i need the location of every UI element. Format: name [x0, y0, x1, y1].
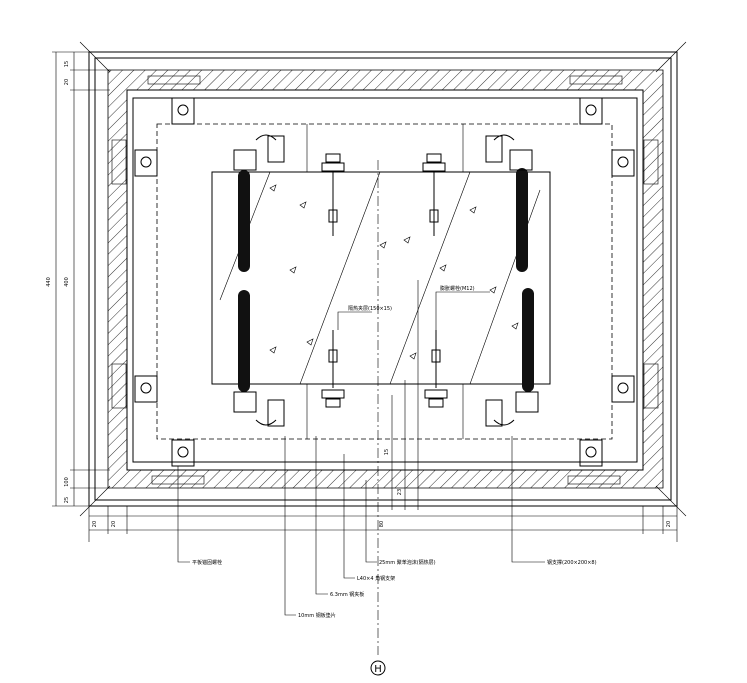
callouts: 平板锚固螺栓 10mm 钢板垫片 6.3mm 钢夹板 L40×4 角钢支架 25… [177, 285, 597, 619]
partition-lines [306, 124, 464, 439]
aggregate-marks [269, 184, 519, 360]
dim-center-mark: 80 [379, 521, 385, 527]
inner-frames [126, 89, 644, 471]
dim-left-inner: 20 [92, 521, 98, 527]
callout-slab-wedge: 平板锚固螺栓 [192, 559, 222, 566]
dim-total-height: 440 [46, 277, 52, 287]
callout-clamp-6mm: 6.3mm 钢夹板 [330, 591, 364, 598]
anchor-bolts [321, 153, 448, 408]
insulation-rods [238, 168, 534, 392]
bolt-bottom-left [321, 330, 345, 408]
center-dimensions: 15 23 [384, 280, 419, 510]
side-wedges [111, 75, 659, 485]
callout-insulation: 隔热夹层(150×15) [348, 305, 392, 312]
dim-bottom-offset: 20 [111, 521, 117, 527]
dim-mid-b: 23 [397, 489, 403, 495]
bolt-top-left [321, 153, 345, 236]
callout-foam-25: 25mm 聚苯泡沫(隔热层) [379, 559, 436, 566]
slab-outline [156, 123, 613, 440]
dim-bottom-inner: 100 [64, 477, 70, 487]
callout-plate-10mm: 10mm 钢板垫片 [298, 612, 336, 619]
outer-frame [88, 51, 678, 507]
corner-anchors [134, 97, 635, 467]
corner-ticks [79, 41, 687, 517]
left-dimensions: 440 15 20 400 100 25 [46, 51, 110, 507]
bolt-bottom-right [424, 330, 448, 408]
callout-anchor-bolt: 膨胀螺栓(M12) [440, 285, 475, 292]
dim-left-top-offset: 20 [64, 79, 70, 85]
callout-angle-200: 钢支撑(200×200×8) [547, 559, 597, 566]
dim-top-margin: 15 [64, 61, 70, 67]
bottom-dimensions: 20 20 20 80 [88, 506, 678, 542]
concrete-core [211, 171, 551, 385]
dim-mid-a: 15 [384, 449, 390, 455]
grid-axis-label: H [374, 664, 382, 675]
dim-center-height: 400 [64, 277, 70, 287]
center-axis: H [370, 160, 386, 676]
bolt-top-right [422, 153, 446, 236]
hatched-wall-band [107, 69, 664, 489]
callout-steel-l40: L40×4 角钢支架 [357, 575, 395, 582]
dim-right-inner: 20 [666, 521, 672, 527]
clamp-brackets [233, 134, 539, 427]
dim-bottom-left: 25 [64, 497, 70, 503]
